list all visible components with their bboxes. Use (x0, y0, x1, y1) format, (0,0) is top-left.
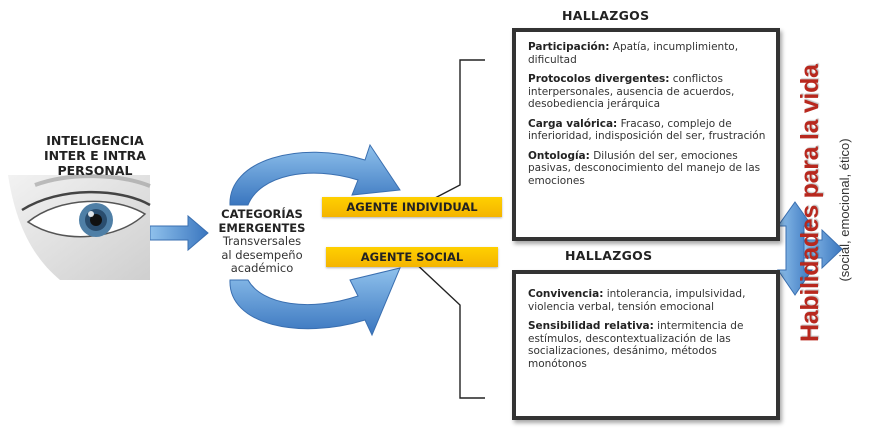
findings-box-social: Convivencia: intolerancia, impulsividad,… (512, 270, 780, 420)
life-skills-subtitle: (social, emocional, ético) (837, 138, 852, 282)
finding-item: Sensibilidad relativa: intermitencia de … (528, 320, 744, 370)
eye-photo-icon (8, 174, 151, 280)
findings-heading-social: HALLAZGOS (565, 248, 653, 263)
findings-box-individual: Participación: Apatía, incumplimiento, d… (512, 28, 780, 241)
emergent-categories: CATEGORÍAS EMERGENTES Transversales al d… (213, 207, 311, 276)
tag-agente-social: AGENTE SOCIAL (326, 247, 498, 267)
categories-subtitle-line: Transversales (222, 234, 302, 248)
finding-item: Participación: Apatía, incumplimiento, d… (528, 41, 739, 66)
bracket-social (411, 259, 485, 399)
categories-title-line: EMERGENTES (218, 220, 306, 235)
intelligence-title-line: PERSONAL (57, 163, 133, 178)
intelligence-title-line: INTELIGENCIA (46, 133, 144, 148)
finding-item: Ontología: Dilusión del ser, emociones p… (528, 149, 761, 187)
intelligence-title-line: INTER E INTRA (44, 148, 146, 163)
intelligence-title: INTELIGENCIA INTER E INTRA PERSONAL (20, 133, 170, 178)
tag-agente-individual: AGENTE INDIVIDUAL (322, 197, 502, 217)
arrow-eye-to-categories (149, 214, 209, 252)
finding-item: Convivencia: intolerancia, impulsividad,… (528, 288, 746, 313)
categories-subtitle-line: académico (230, 261, 294, 275)
finding-item: Protocolos divergentes: conflictos inter… (528, 73, 735, 110)
life-skills-title: Habilidades para la vida (796, 64, 824, 342)
finding-item: Carga valórica: Fracaso, complejo de inf… (528, 117, 766, 143)
categories-title-line: CATEGORÍAS (221, 207, 303, 221)
curved-arrow-to-individual (229, 143, 401, 206)
findings-heading-individual: HALLAZGOS (562, 8, 650, 23)
result-arrow (777, 201, 843, 296)
categories-subtitle-line: al desempeño (221, 247, 303, 262)
curved-arrow-to-social (229, 267, 401, 337)
bracket-individual (411, 59, 485, 211)
